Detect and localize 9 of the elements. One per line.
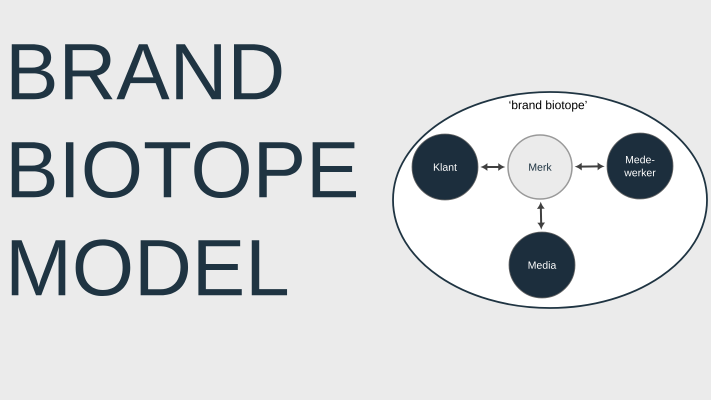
- circle-node: Mede- werker: [606, 132, 674, 200]
- title: BRAND BIOTOPE MODEL: [12, 44, 356, 296]
- circle-node: Klant: [412, 134, 478, 200]
- circle-node: Merk: [507, 134, 573, 200]
- double-arrow: [576, 163, 604, 170]
- ellipse-heading: ‘brand biotope’: [509, 100, 587, 112]
- double-arrow: [482, 164, 504, 170]
- double-arrow: [538, 203, 544, 228]
- circle-node: Media: [508, 232, 576, 298]
